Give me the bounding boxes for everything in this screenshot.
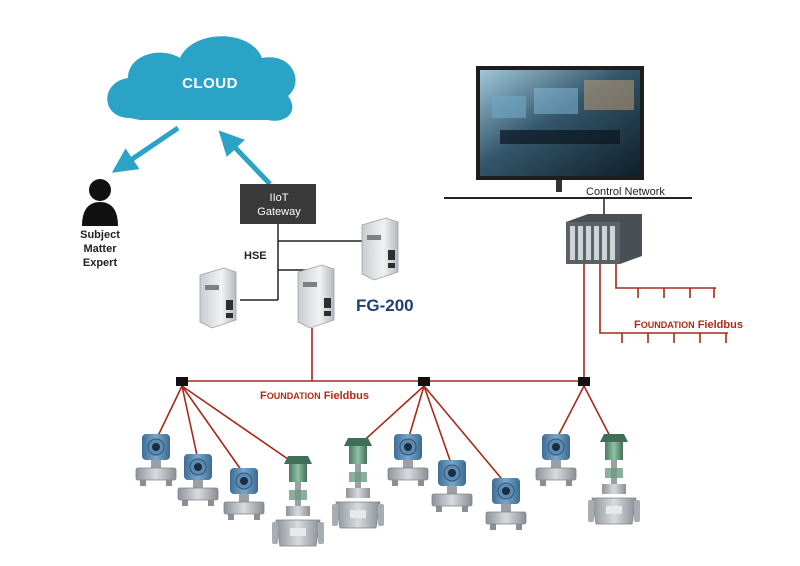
valve-icon bbox=[332, 438, 384, 529]
control-network-label: Control Network bbox=[586, 186, 665, 198]
transmitter-icon bbox=[223, 468, 265, 520]
iiot-gateway-box bbox=[240, 184, 316, 224]
transmitter-icon bbox=[135, 434, 177, 486]
transmitter-icon bbox=[177, 454, 219, 506]
hse-network-lines bbox=[240, 224, 370, 301]
iiot-gateway-label: IIoT Gateway bbox=[242, 191, 316, 219]
subject-matter-expert-label: Subject Matter Expert bbox=[56, 228, 144, 270]
gateway-line-2: Gateway bbox=[257, 206, 301, 218]
plc-rack-icon bbox=[566, 214, 642, 264]
valve-icon bbox=[588, 434, 640, 525]
cloud-to-expert-arrow bbox=[111, 125, 180, 173]
junction-icon bbox=[176, 377, 188, 386]
foundation-fieldbus-label-right: FOUNDATION Fieldbus bbox=[634, 319, 743, 331]
fg-200-label: FG-200 bbox=[356, 296, 414, 315]
gateway-module-icon bbox=[297, 264, 335, 329]
transmitter-icon bbox=[535, 434, 577, 486]
expert-line-2: Matter bbox=[83, 243, 117, 255]
fieldbus-main-rest: Fieldbus bbox=[320, 390, 369, 402]
foundation-fieldbus-label-main: FOUNDATION Fieldbus bbox=[260, 390, 369, 402]
transmitter-icon bbox=[485, 478, 527, 530]
junction-icon bbox=[578, 377, 590, 386]
cloud-label: CLOUD bbox=[182, 75, 238, 92]
fieldbus-main-smallcaps: OUNDATION bbox=[266, 391, 321, 401]
gateway-module-icon bbox=[361, 217, 399, 281]
fieldbus-main-initial: F bbox=[260, 390, 267, 402]
valve-icon bbox=[272, 456, 324, 547]
fieldbus-right-smallcaps: OUNDATION bbox=[640, 320, 695, 330]
transmitter-icon bbox=[387, 434, 429, 486]
transmitter-icon bbox=[431, 460, 473, 512]
cloud-icon bbox=[107, 36, 296, 121]
junction-icon bbox=[418, 377, 430, 386]
person-icon bbox=[82, 179, 118, 226]
fieldbus-right-rest: Fieldbus bbox=[694, 319, 743, 331]
gateway-to-cloud-arrow bbox=[218, 130, 272, 186]
gateway-module-icon bbox=[199, 267, 237, 329]
hse-label: HSE bbox=[244, 250, 267, 262]
gateway-line-1: IIoT bbox=[269, 192, 289, 204]
expert-line-3: Expert bbox=[82, 257, 118, 269]
fieldbus-right-initial: F bbox=[634, 319, 641, 331]
expert-line-1: Subject bbox=[80, 229, 120, 241]
fieldbus-wiring bbox=[155, 264, 728, 485]
monitor-icon bbox=[476, 66, 644, 192]
